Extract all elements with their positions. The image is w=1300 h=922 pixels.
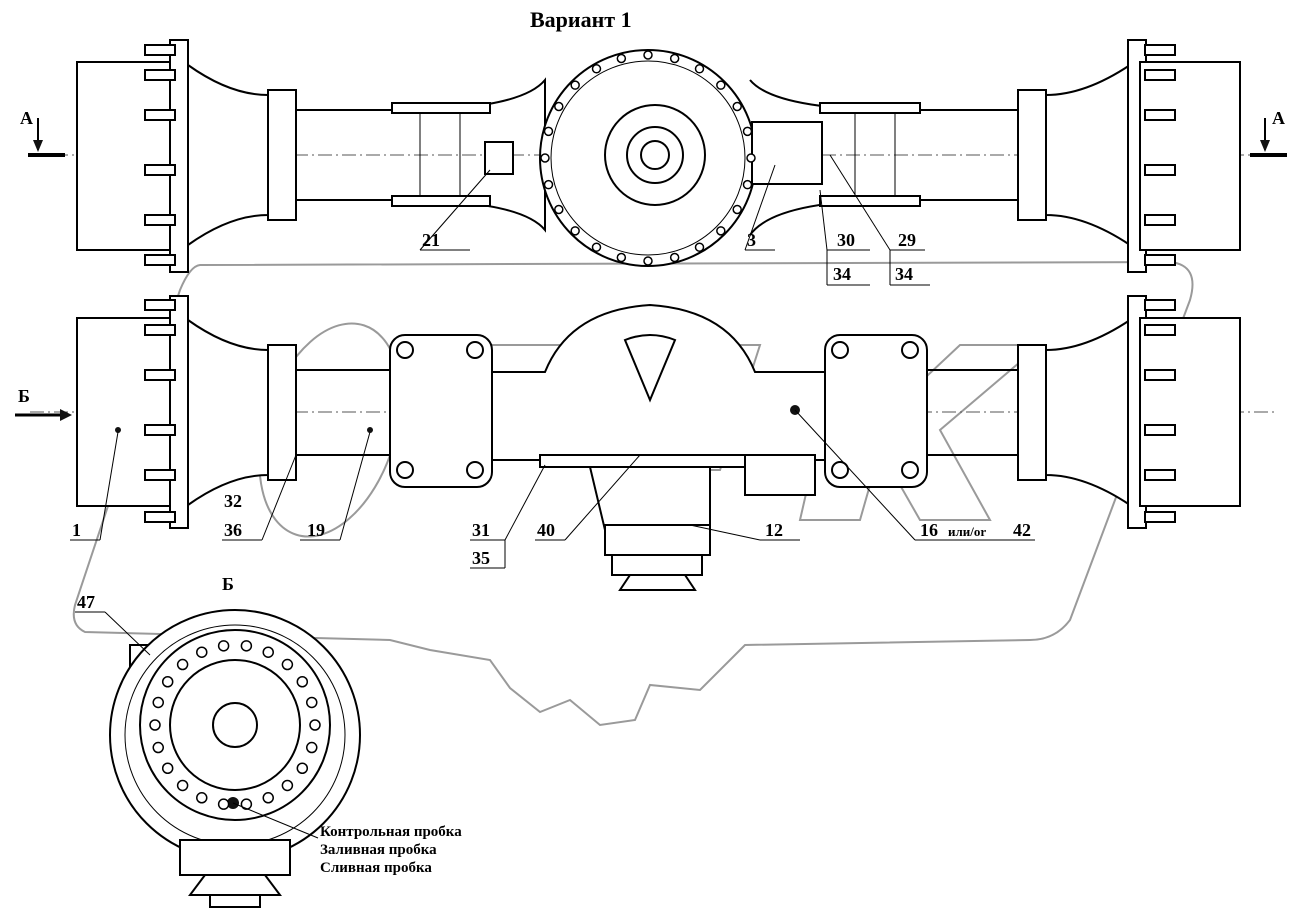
- bolt-mark: [176, 658, 189, 671]
- bolt-mark: [306, 741, 318, 754]
- side-view-b: Б: [109, 574, 361, 908]
- bolt-mark: [543, 179, 554, 190]
- bolt-mark: [217, 640, 230, 652]
- bolt-mark: [742, 126, 753, 137]
- legend-control-plug: Контрольная пробка: [320, 824, 462, 840]
- bolt-mark: [309, 719, 321, 731]
- bolt-mark: [746, 153, 756, 163]
- bolt-mark: [262, 792, 274, 804]
- bolt-mark: [296, 675, 309, 688]
- legend-drain-plug: Сливная пробка: [320, 860, 432, 876]
- bolt-mark: [591, 242, 602, 252]
- bolt-mark: [262, 646, 274, 658]
- callout-42: 42: [1013, 520, 1031, 540]
- svg-text:Б: Б: [222, 574, 234, 594]
- bolt-mark: [643, 256, 653, 266]
- svg-text:А: А: [1272, 108, 1285, 128]
- bolt-mark: [281, 779, 294, 792]
- leader-lines: [70, 154, 1035, 839]
- bolt-mark: [240, 640, 253, 652]
- bolt-mark: [716, 80, 726, 90]
- bolt-mark: [196, 792, 208, 804]
- callout-12: 12: [765, 520, 783, 540]
- legend-fill-plug: Заливная пробка: [320, 842, 437, 858]
- bolt-mark: [694, 64, 705, 74]
- callout-40: 40: [537, 520, 555, 540]
- callout-3: 3: [747, 230, 756, 250]
- callout-1: 1: [72, 520, 81, 540]
- front-view: [30, 295, 1275, 591]
- plug-legend: Контрольная пробка Заливная пробка Сливн…: [320, 824, 462, 876]
- bolt-mark: [152, 696, 164, 709]
- bolt-mark: [570, 226, 580, 236]
- view-arrow-b: Б: [15, 386, 72, 421]
- bolt-mark: [669, 53, 680, 64]
- bolt-mark: [306, 696, 318, 709]
- callout-labels: 21 3 30 29 34 34 1 32 36 19 31 35 40 12 …: [72, 230, 1031, 612]
- bolt-mark: [669, 252, 680, 263]
- callout-19: 19: [307, 520, 325, 540]
- side-flange-bolts: [149, 640, 321, 810]
- bolt-mark: [281, 658, 294, 671]
- callout-16: 16: [920, 520, 938, 540]
- bolt-mark: [616, 252, 627, 263]
- bolt-mark: [694, 242, 705, 252]
- bolt-mark: [161, 762, 174, 775]
- bolt-mark: [161, 675, 174, 688]
- callout-29: 29: [898, 230, 916, 250]
- callout-47: 47: [77, 592, 95, 612]
- section-marker-a-left: А: [20, 108, 65, 157]
- callout-36: 36: [224, 520, 242, 540]
- bolt-mark: [616, 53, 627, 64]
- top-flange-bolts: [540, 50, 756, 266]
- section-marker-a-right: А: [1250, 108, 1287, 157]
- callout-32: 32: [224, 491, 242, 511]
- bolt-mark: [296, 762, 309, 775]
- bolt-mark: [152, 741, 164, 754]
- bolt-mark: [570, 80, 580, 90]
- callout-35: 35: [472, 548, 490, 568]
- callout-21: 21: [422, 230, 440, 250]
- bolt-mark: [217, 798, 230, 810]
- top-view: [30, 39, 1275, 273]
- bolt-mark: [149, 719, 161, 731]
- bolt-mark: [732, 204, 742, 215]
- bolt-mark: [643, 50, 653, 60]
- bolt-mark: [742, 179, 753, 190]
- bolt-mark: [716, 226, 726, 236]
- callout-34-a: 34: [833, 264, 851, 284]
- bolt-mark: [591, 64, 602, 74]
- bolt-mark: [240, 798, 253, 810]
- bolt-mark: [540, 153, 550, 163]
- callout-31: 31: [472, 520, 490, 540]
- callout-16-note: или/or: [948, 524, 986, 539]
- callout-34-b: 34: [895, 264, 913, 284]
- diagram-title: Вариант 1: [530, 7, 632, 32]
- svg-text:А: А: [20, 108, 33, 128]
- bolt-mark: [554, 204, 564, 215]
- bolt-mark: [543, 126, 554, 137]
- bolt-mark: [176, 779, 189, 792]
- bolt-mark: [554, 101, 564, 112]
- bolt-mark: [196, 646, 208, 658]
- callout-30: 30: [837, 230, 855, 250]
- svg-text:Б: Б: [18, 386, 30, 406]
- bolt-mark: [732, 101, 742, 112]
